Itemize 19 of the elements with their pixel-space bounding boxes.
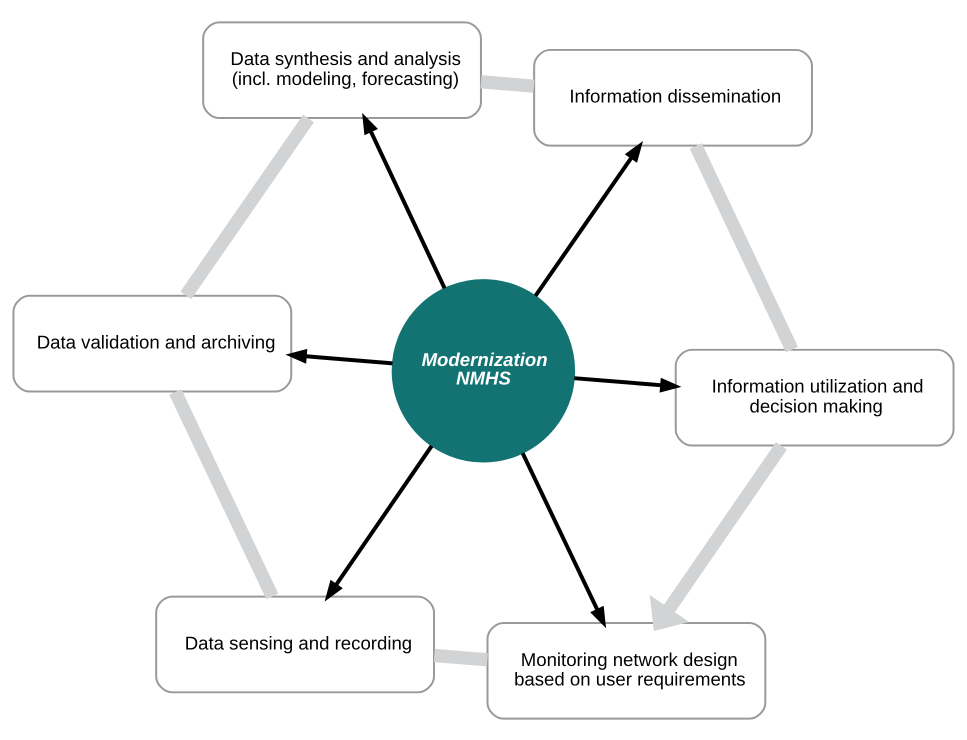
node-circle: Modernization NMHS xyxy=(392,278,576,462)
arrow xyxy=(574,376,682,392)
connector xyxy=(480,74,534,92)
arrow xyxy=(534,140,644,296)
arrow xyxy=(520,452,606,628)
node-box: Data synthesis and analysis (incl. modeling, forecasting) xyxy=(202,20,482,119)
node-box: Data validation and archiving xyxy=(12,294,292,392)
arrow xyxy=(324,444,434,602)
node-box: Information dissemination xyxy=(533,48,813,146)
node-box: Data sensing and recording xyxy=(155,595,435,693)
node-box: Information utilization and decision making xyxy=(674,348,955,446)
connector xyxy=(690,142,798,352)
arrow xyxy=(285,348,393,365)
connector xyxy=(434,648,488,666)
connector xyxy=(180,114,314,299)
arrow xyxy=(650,442,787,630)
connector xyxy=(169,388,278,599)
arrow xyxy=(362,112,446,289)
node-box: Monitoring network design based on user requirements xyxy=(486,621,766,720)
